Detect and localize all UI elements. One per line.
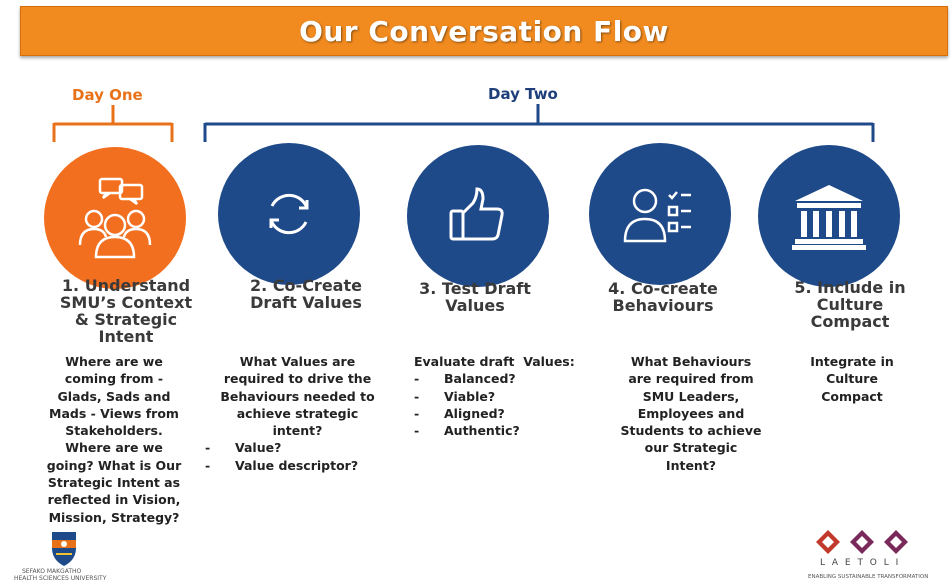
step-4-body-line: SMU Leaders, bbox=[642, 388, 740, 404]
step-1-title-line: 1. Understand bbox=[61, 276, 191, 295]
step-4-title-line: Behaviours bbox=[612, 296, 714, 315]
step-2-bullet-text: Value? bbox=[235, 440, 282, 456]
step-2-bullet: -Value descriptor? bbox=[205, 457, 359, 473]
step-2-body: What Values are required to drive the Be… bbox=[205, 353, 390, 474]
smu-logo: SEFAKO MAKGATHO HEALTH SCIENCES UNIVERSI… bbox=[14, 528, 114, 582]
step-1-body-line: reflected in Vision, bbox=[47, 492, 181, 508]
step-1-circle bbox=[44, 147, 186, 289]
step-1-body-line: Glads, Sads and bbox=[57, 388, 171, 404]
step-3-body: Evaluate draft Values: -Balanced? -Viabl… bbox=[414, 353, 604, 439]
thumbs-up-icon bbox=[449, 187, 504, 241]
step-5-body-line: Compact bbox=[821, 388, 883, 404]
step-2-title: 2. Co-Create Draft Values bbox=[216, 277, 396, 311]
step-5-title-line: Compact bbox=[810, 312, 890, 331]
step-1-title-line: SMU’s Context bbox=[59, 293, 193, 312]
step-3-bullet: -Aligned? bbox=[414, 405, 505, 421]
step-5-body-line: Culture bbox=[826, 371, 878, 387]
refresh-icon bbox=[269, 193, 309, 235]
step-5-title-line: Culture bbox=[816, 295, 884, 314]
step-2-title-line: 2. Co-Create bbox=[250, 276, 362, 295]
step-4-body-line: What Behaviours bbox=[630, 354, 752, 369]
step-1-body-line: Mads - Views from bbox=[49, 405, 179, 421]
step-4-circle bbox=[589, 143, 731, 285]
smu-logo-line2: HEALTH SCIENCES UNIVERSITY bbox=[14, 575, 107, 582]
step-2-body-line: required to drive the bbox=[223, 371, 372, 387]
institution-building-icon bbox=[792, 185, 866, 250]
step-3-body-line: Evaluate draft Values: bbox=[414, 354, 575, 369]
laetoli-logo: L A E T O L I ENABLING SUSTAINABLE TRANS… bbox=[800, 528, 940, 582]
step-3-title-line: Values bbox=[445, 296, 505, 315]
day-two-bracket bbox=[203, 104, 875, 142]
step-1-body-line: Stakeholders. bbox=[65, 423, 163, 439]
step-1-body-line: Strategic Intent as bbox=[47, 475, 181, 491]
step-1-title: 1. Understand SMU’s Context & Strategic … bbox=[36, 277, 216, 345]
step-3-bullet: -Balanced? bbox=[414, 371, 516, 387]
step-3-title-line: 3. Test Draft bbox=[419, 279, 531, 298]
step-5-body: Integrate in Culture Compact bbox=[772, 353, 932, 405]
person-checklist-icon bbox=[623, 188, 691, 243]
step-2-body-line: Behaviours needed to bbox=[220, 388, 375, 404]
step-5-title-line: 5. Include in bbox=[794, 278, 906, 297]
step-4-body-line: Intent? bbox=[665, 457, 717, 473]
step-4-body-line: Students to achieve bbox=[620, 423, 762, 439]
laetoli-tagline: ENABLING SUSTAINABLE TRANSFORMATION bbox=[808, 574, 929, 580]
step-1-body-line: Mission, Strategy? bbox=[48, 509, 180, 525]
step-4-body-line: are required from bbox=[628, 371, 754, 387]
step-5-body-line: Integrate in bbox=[810, 354, 894, 369]
step-1-title-line: Intent bbox=[98, 327, 154, 346]
title-banner: Our Conversation Flow bbox=[20, 6, 948, 56]
step-2-bullet: -Value? bbox=[205, 440, 282, 456]
step-4-title: 4. Co-create Behaviours bbox=[578, 280, 748, 314]
step-3-bullet-text: Viable? bbox=[444, 388, 496, 404]
smu-logo-line1: SEFAKO MAKGATHO bbox=[22, 568, 82, 575]
step-1-body-line: coming from - bbox=[64, 371, 164, 387]
step-2-bullet-text: Value descriptor? bbox=[235, 457, 359, 473]
step-1-title-line: & Strategic bbox=[74, 310, 178, 329]
step-5-circle bbox=[758, 145, 900, 287]
step-1-body-line: Where are we bbox=[65, 354, 163, 369]
page-title: Our Conversation Flow bbox=[299, 14, 669, 48]
step-2-title-line: Draft Values bbox=[250, 293, 362, 312]
step-4-body-line: Employees and bbox=[637, 405, 745, 421]
people-chat-icon bbox=[78, 177, 152, 259]
step-1-body: Where are we coming from - Glads, Sads a… bbox=[30, 353, 198, 526]
step-4-body-line: our Strategic bbox=[644, 440, 738, 456]
step-2-body-line: What Values are bbox=[239, 354, 356, 369]
step-2-circle bbox=[218, 143, 360, 285]
laetoli-name: L A E T O L I bbox=[820, 558, 901, 568]
day-one-label: Day One bbox=[72, 86, 143, 104]
step-4-title-line: 4. Co-create bbox=[608, 279, 718, 298]
day-two-label: Day Two bbox=[488, 85, 558, 103]
step-2-body-line: intent? bbox=[272, 423, 323, 439]
step-1-body-line: going? What is Our bbox=[46, 457, 182, 473]
day-one-bracket bbox=[52, 105, 174, 142]
step-5-title: 5. Include in Culture Compact bbox=[765, 279, 935, 330]
step-3-bullet: -Authentic? bbox=[414, 423, 520, 439]
laetoli-diamonds-icon bbox=[816, 530, 908, 554]
university-crest-icon bbox=[52, 532, 76, 566]
step-1-body-line: Where are we bbox=[65, 440, 163, 456]
step-2-body-line: achieve strategic bbox=[236, 405, 359, 421]
step-3-title: 3. Test Draft Values bbox=[390, 280, 560, 314]
step-3-bullet-text: Aligned? bbox=[444, 405, 505, 421]
step-3-bullet-text: Authentic? bbox=[444, 423, 520, 439]
step-3-circle bbox=[407, 145, 549, 287]
step-3-bullet-text: Balanced? bbox=[444, 371, 516, 387]
step-4-body: What Behaviours are required from SMU Le… bbox=[598, 353, 784, 474]
step-3-bullet: -Viable? bbox=[414, 388, 496, 404]
